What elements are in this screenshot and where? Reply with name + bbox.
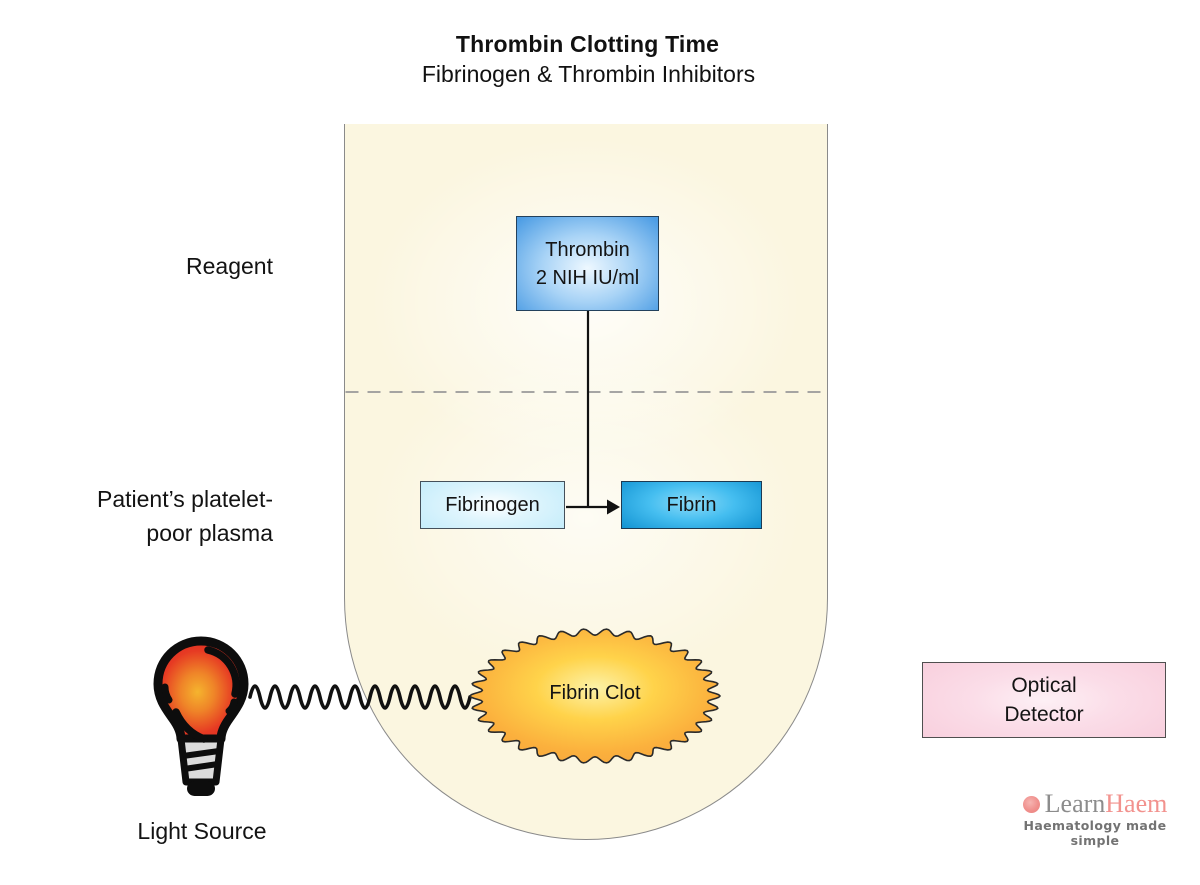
fibrinogen-box-label: Fibrinogen xyxy=(445,494,540,516)
optical-detector-line1: Optical xyxy=(1011,674,1077,697)
logo-wordmark: LearnHaem xyxy=(1045,791,1168,817)
logo-haem-text: Haem xyxy=(1105,789,1168,818)
thrombin-reagent-box: Thrombin 2 NIH IU/ml xyxy=(516,216,659,311)
bulb-highlight xyxy=(204,646,240,698)
logo-dot-icon xyxy=(1022,795,1040,813)
fibrin-clot-label: Fibrin Clot xyxy=(549,682,641,704)
plasma-label-line2: poor plasma xyxy=(146,520,273,546)
optical-detector-line2: Detector xyxy=(1004,703,1084,726)
bulb-highlight xyxy=(161,683,173,704)
bulb-highlight xyxy=(225,698,238,715)
logo-learn-text: Learn xyxy=(1044,789,1106,818)
bulb-glass xyxy=(153,636,249,744)
bulb-base-stripe xyxy=(183,761,219,772)
page-subtitle: Fibrinogen & Thrombin Inhibitors xyxy=(421,61,756,87)
logo-tagline: Haematology made simple xyxy=(1023,818,1167,848)
fibrin-clot-shape xyxy=(469,628,721,764)
page-title: Thrombin Clotting Time xyxy=(455,31,720,57)
thrombin-box-line2: 2 NIH IU/ml xyxy=(535,266,640,289)
bulb-highlight xyxy=(172,708,208,743)
arrowhead-icon xyxy=(607,499,620,515)
light-bulb-icon xyxy=(153,636,249,796)
light-wave-line xyxy=(248,684,472,710)
learnhaem-logo: LearnHaem Haematology made simple xyxy=(1015,791,1175,848)
plasma-label-line1: Patient’s platelet- xyxy=(96,486,273,512)
fibrinogen-box: Fibrinogen xyxy=(420,481,565,529)
logo-row: LearnHaem xyxy=(1015,791,1175,817)
light-source-label: Light Source xyxy=(137,818,267,844)
optical-detector-box: Optical Detector xyxy=(922,662,1166,738)
bulb-base-stripe xyxy=(182,748,220,759)
reagent-label: Reagent xyxy=(186,253,273,279)
fibrin-box-label: Fibrin xyxy=(666,494,717,516)
plasma-label: Patient’s platelet- poor plasma xyxy=(0,482,273,550)
thrombin-box-line1: Thrombin xyxy=(545,238,630,261)
bulb-base xyxy=(177,735,225,786)
bulb-base-cap xyxy=(187,781,215,796)
fibrin-box: Fibrin xyxy=(621,481,762,529)
